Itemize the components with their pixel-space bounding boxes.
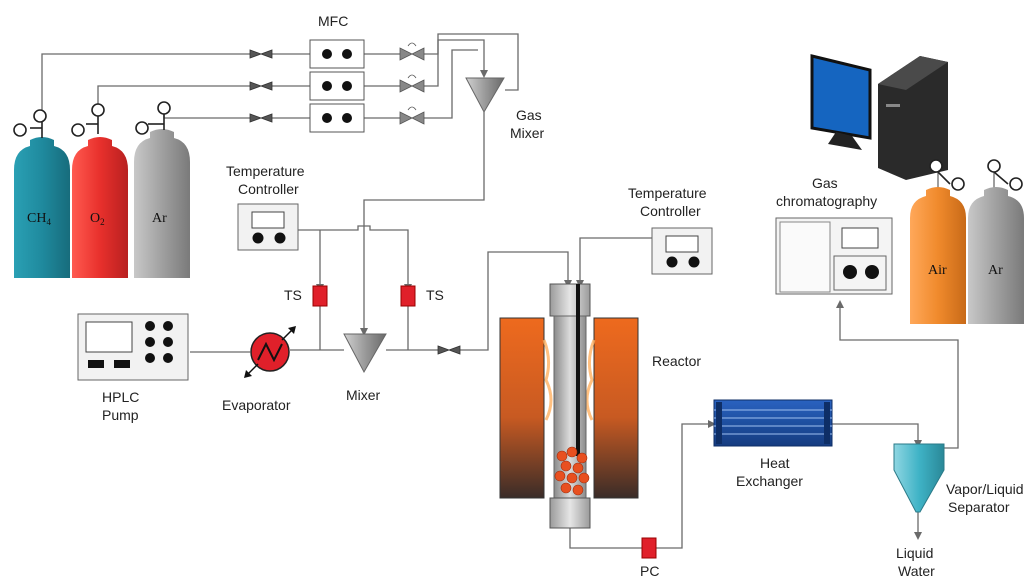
svg-text:O2: O2 bbox=[90, 211, 105, 227]
temperature-controller-label: Temperature bbox=[226, 163, 305, 179]
reactor-label: Reactor bbox=[652, 353, 701, 369]
hplc-label: Pump bbox=[102, 407, 139, 423]
pipes bbox=[41, 33, 995, 549]
evaporator-icon bbox=[244, 326, 296, 378]
ar-cylinder-left: Ar bbox=[134, 129, 190, 278]
mfc-units bbox=[309, 39, 365, 133]
vapor-liquid-separator bbox=[893, 443, 945, 513]
evaporator-label: Evaporator bbox=[222, 397, 291, 413]
temperature-controller-right bbox=[651, 227, 713, 275]
liquid-water-label: Liquid bbox=[896, 545, 933, 561]
temperature-sensor-right bbox=[400, 285, 416, 307]
temperature-controller-label: Controller bbox=[640, 203, 701, 219]
pressure-gauge-icon bbox=[929, 159, 1023, 191]
reactor bbox=[499, 283, 639, 529]
heat-exchanger bbox=[713, 399, 833, 447]
heat-exchanger-label: Heat bbox=[760, 455, 790, 471]
o2-cylinder: O2 bbox=[72, 137, 128, 278]
svg-text:CH4: CH4 bbox=[27, 211, 51, 227]
temperature-controller-label: Controller bbox=[238, 181, 299, 197]
pressure-controller bbox=[641, 537, 657, 559]
mixer-funnel bbox=[343, 333, 387, 374]
temperature-controller-left bbox=[237, 203, 299, 251]
gas-mixer-funnel bbox=[465, 77, 505, 114]
hplc-label: HPLC bbox=[102, 389, 139, 405]
needle-valve-icons bbox=[249, 49, 461, 355]
ar-cylinder-right: Ar bbox=[968, 187, 1024, 324]
svg-text:Ar: Ar bbox=[988, 263, 1003, 278]
gas-mixer-label: Mixer bbox=[510, 125, 545, 141]
temperature-controller-label: Temperature bbox=[628, 185, 707, 201]
temperature-sensor-left bbox=[312, 285, 328, 307]
air-cylinder: Air bbox=[910, 187, 966, 324]
pc-label: PC bbox=[640, 563, 659, 579]
computer-icon bbox=[810, 54, 948, 180]
mfc-label: MFC bbox=[318, 13, 348, 29]
ts-label-left: TS bbox=[284, 287, 302, 303]
gc-label: chromatography bbox=[776, 193, 877, 209]
ts-label-right: TS bbox=[426, 287, 444, 303]
hplc-pump bbox=[77, 313, 189, 381]
ch4-cylinder: CH4 bbox=[14, 137, 70, 278]
heat-exchanger-label: Exchanger bbox=[736, 473, 803, 489]
separator-label: Separator bbox=[948, 499, 1010, 515]
mixer-label: Mixer bbox=[346, 387, 381, 403]
check-valve-icons bbox=[399, 42, 425, 125]
svg-text:Air: Air bbox=[928, 263, 947, 278]
svg-text:Ar: Ar bbox=[152, 211, 167, 226]
gc-label: Gas bbox=[812, 175, 838, 191]
separator-label: Vapor/Liquid bbox=[946, 481, 1024, 497]
liquid-water-label: Water bbox=[898, 563, 935, 579]
pressure-gauge-icon bbox=[13, 101, 171, 138]
gas-chromatograph bbox=[775, 217, 893, 295]
gas-mixer-label: Gas bbox=[516, 107, 542, 123]
